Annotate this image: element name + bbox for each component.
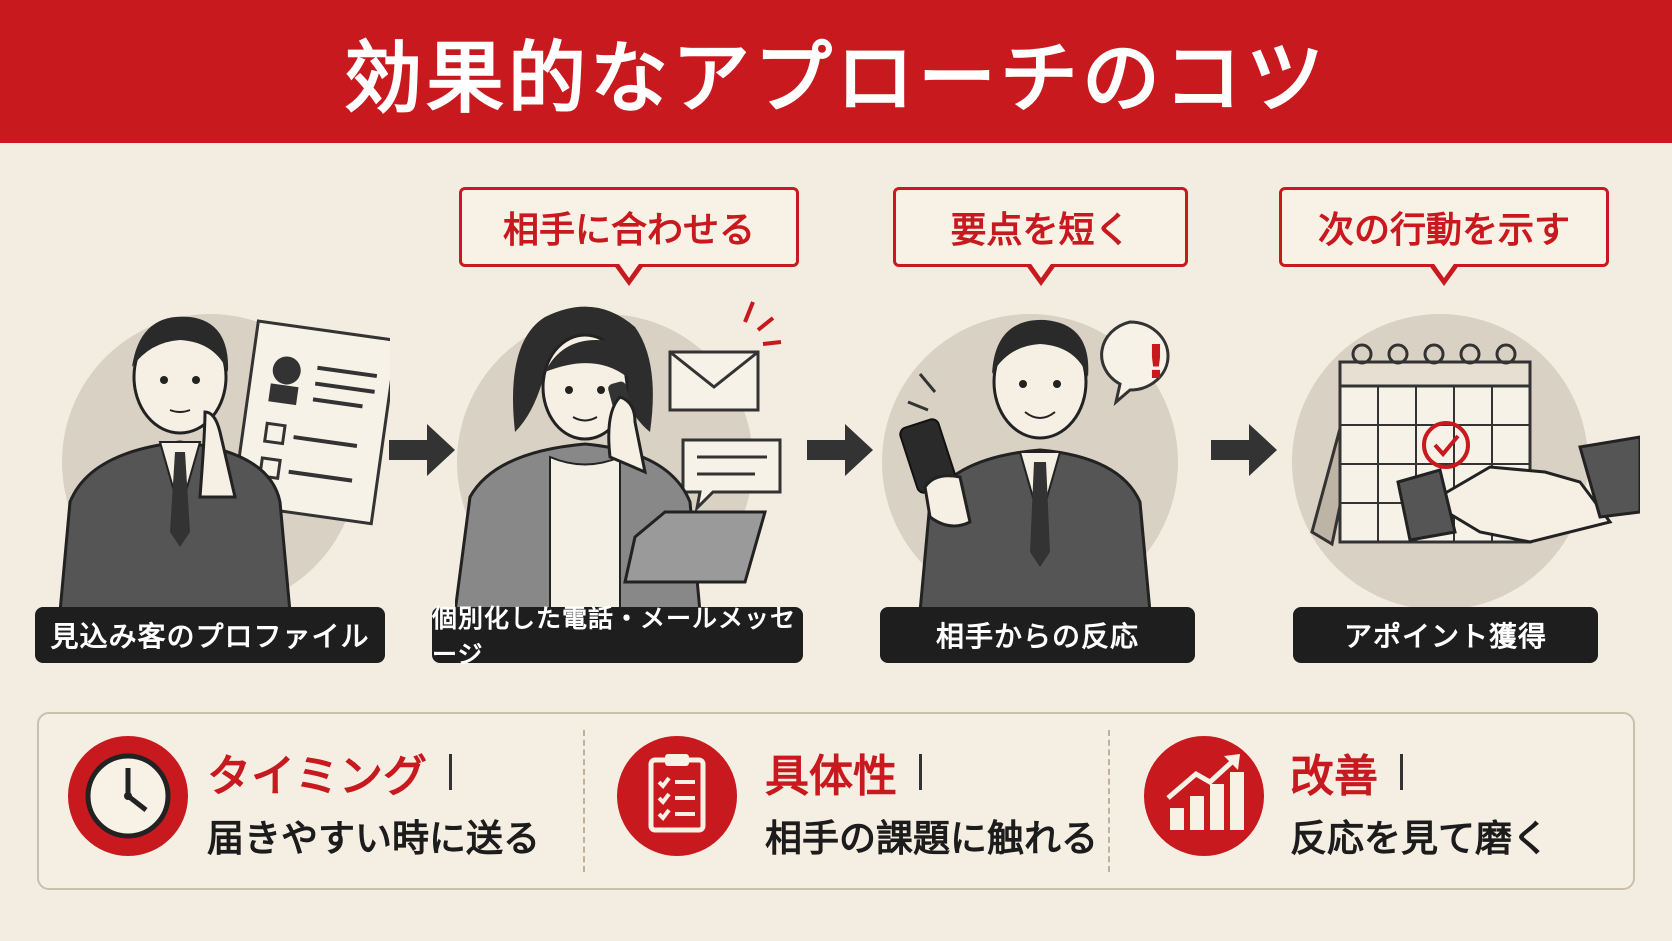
page-title: 効果的なアプローチのコツ [343, 32, 1328, 124]
tip-title-bar [919, 754, 922, 790]
tip-desc-timing: 届きやすい時に送る [207, 816, 540, 860]
callout-next-action: 次の行動を示す [1279, 187, 1609, 286]
callout-match: 相手に合わせる [459, 187, 799, 286]
callout-text: 相手に合わせる [502, 209, 755, 251]
tips-divider [1108, 730, 1110, 872]
smartphone-response-icon: ! [880, 282, 1240, 614]
step-caption-profile: 見込み客のプロファイル [35, 607, 385, 663]
header-banner: 効果的なアプローチのコツ [0, 0, 1672, 143]
callout-brief: 要点を短く [893, 187, 1188, 286]
arrow-right-icon [387, 420, 457, 480]
profile-review-icon [30, 282, 399, 614]
tip-desc-improvement: 反応を見て磨く [1290, 816, 1549, 860]
callout-text: 次の行動を示す [1317, 209, 1570, 251]
step-caption-appointment: アポイント獲得 [1293, 607, 1598, 663]
arrow-right-icon [805, 420, 875, 480]
tip-title-text: 具体性 [765, 751, 897, 802]
tip-title-text: 改善 [1290, 751, 1378, 802]
tips-panel [37, 712, 1635, 890]
exclamation-text: ! [1146, 335, 1167, 389]
step-caption-response: 相手からの反応 [880, 607, 1195, 663]
tips-divider [583, 730, 585, 872]
callout-tail [1428, 261, 1460, 286]
callout-tail [1024, 261, 1057, 286]
tip-desc-specificity: 相手の課題に触れる [765, 816, 1098, 860]
phone-email-icon [453, 282, 815, 614]
tip-title-bar [1400, 754, 1403, 790]
clock-icon [66, 734, 190, 858]
callout-tail [613, 261, 645, 286]
callout-text: 要点を短く [950, 209, 1131, 251]
tip-title-improvement: 改善 [1290, 740, 1403, 804]
tip-title-bar [449, 754, 452, 790]
checklist-icon [615, 734, 739, 858]
arrow-right-icon [1209, 420, 1279, 480]
tip-title-text: タイミング [207, 751, 427, 802]
calendar-handshake-icon [1280, 282, 1642, 612]
tip-title-timing: タイミング [207, 740, 452, 804]
step-caption-personalized-message: 個別化した電話・メールメッセージ [432, 604, 803, 669]
tip-title-specificity: 具体性 [765, 740, 922, 804]
growth-chart-icon [1142, 734, 1266, 858]
